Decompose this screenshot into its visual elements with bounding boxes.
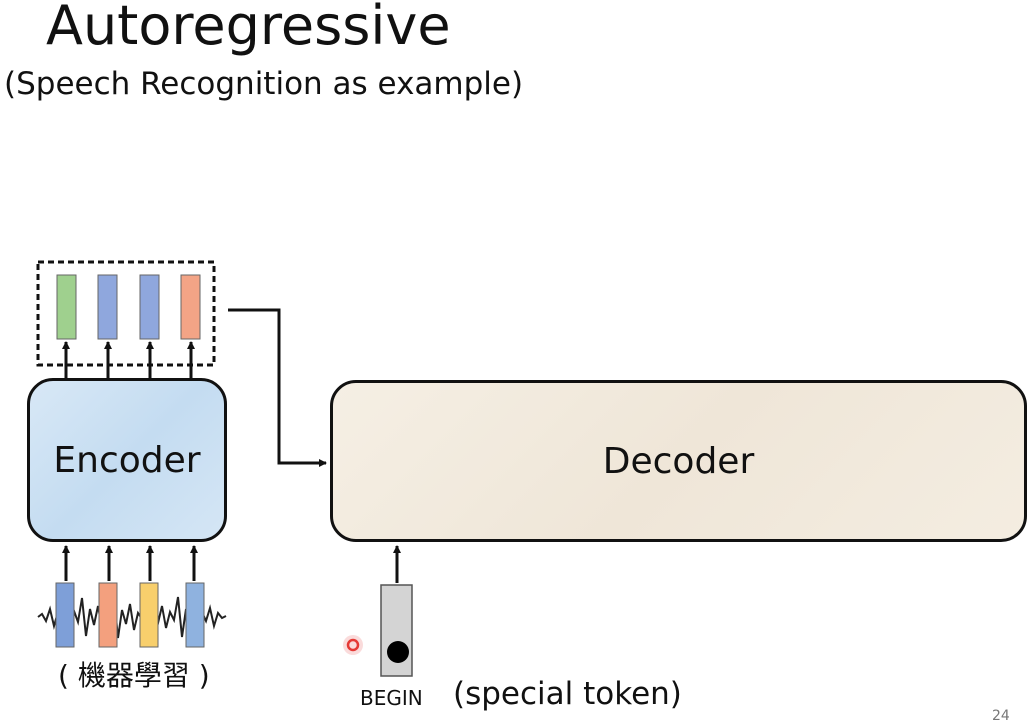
- output-vector-1: [56, 274, 77, 340]
- encoder-output-arrows: [62, 341, 195, 380]
- begin-label: BEGIN: [360, 686, 423, 710]
- laser-pointer-glow: [343, 635, 363, 655]
- input-vector-1: [55, 582, 75, 648]
- encoder-box: Encoder: [27, 378, 227, 542]
- input-vector-2: [98, 582, 118, 648]
- slide-subtitle: (Speech Recognition as example): [4, 66, 524, 102]
- slide-title: Autoregressive: [46, 0, 451, 57]
- encoder-input-arrows: [62, 545, 198, 581]
- input-vector-3: [139, 582, 159, 648]
- output-vector-4: [180, 274, 201, 340]
- output-vector-2: [97, 274, 118, 340]
- begin-token-dot: [387, 641, 409, 663]
- output-vector-3: [139, 274, 160, 340]
- page-number: 24: [992, 708, 1010, 724]
- encoder-label: Encoder: [53, 439, 201, 481]
- decoder-label: Decoder: [602, 440, 755, 482]
- decoder-box: Decoder: [330, 380, 1027, 542]
- input-vector-4: [185, 582, 205, 648]
- laser-pointer-dot: [346, 638, 360, 652]
- special-token-label: (special token): [453, 676, 682, 712]
- speech-input-text: ( 機器學習 ): [58, 659, 210, 692]
- encoder-input-vectors: [55, 582, 205, 648]
- encoder-output-vectors: [56, 274, 201, 340]
- encoder-to-decoder-arrow: [228, 308, 327, 467]
